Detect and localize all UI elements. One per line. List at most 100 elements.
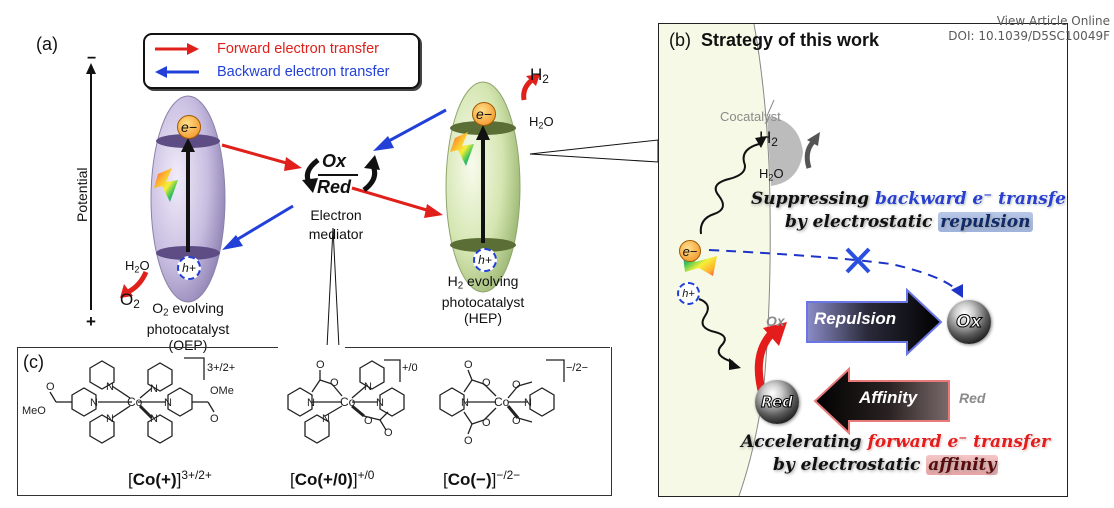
mediator-ox: Ox (322, 151, 347, 171)
svg-text:Co: Co (127, 395, 143, 409)
oep-name-line1: O2 evolving (152, 300, 224, 319)
svg-text:O: O (316, 359, 325, 371)
co-plus-bracket-charge: 3+/2+ (207, 362, 236, 374)
legend-forward: Forward electron transfer (153, 38, 379, 60)
svg-text:N: N (90, 397, 98, 409)
hep-name: H2 evolving photocatalyst (HEP) (423, 273, 543, 326)
hep-particle (445, 81, 521, 293)
svg-text:O: O (464, 359, 473, 371)
complex-charge: −/2− (496, 468, 521, 482)
svg-text:Co: Co (494, 395, 510, 409)
ox-ball: Ox (947, 300, 991, 344)
svg-text:N: N (307, 397, 315, 409)
cocatalyst-label: Cocatalyst (720, 109, 781, 124)
view-article-link[interactable]: View Article Online (996, 14, 1110, 28)
affinity-label: Affinity (859, 388, 918, 407)
svg-text:MeO: MeO (22, 405, 46, 417)
svg-text:N: N (376, 397, 384, 409)
electron-symbol: e− (682, 243, 698, 259)
oep-water-arrow (126, 270, 149, 295)
panel-c (17, 347, 612, 496)
red-ball-label: Red (761, 393, 794, 412)
complex-co-plus-label: [Co(+)]3+/2+ (128, 468, 212, 489)
axis-plus: + (86, 312, 96, 331)
doi-text: DOI: 10.1039/D5SC10049F (948, 29, 1110, 43)
panel-b: (b) Strategy of this work Cocatalyst H2 … (658, 23, 1068, 497)
oep-product: O2 (120, 290, 140, 311)
forward-arrows (221, 143, 443, 218)
svg-text:N: N (524, 397, 532, 409)
legend-forward-label: Forward electron transfer (217, 41, 379, 57)
complex-name: Co(−) (447, 469, 492, 489)
red-ball: Red (755, 380, 799, 424)
hep-hole: h+ (473, 248, 497, 272)
panel-c-border-top-left (17, 347, 278, 348)
accelerate-text-d: affinity (926, 455, 999, 475)
svg-text:N: N (106, 413, 114, 425)
svg-text:N: N (106, 381, 114, 393)
repulsion-arrow (806, 287, 943, 357)
complex-co-plus-zero-label: [Co(+/0)]+/0 (290, 468, 375, 489)
svg-text:OMe: OMe (210, 385, 234, 397)
complex-charge: 3+/2+ (181, 468, 212, 482)
h2-label: H2 (759, 128, 778, 149)
hole-symbol: h+ (682, 287, 695, 300)
potential-axis-arrow (86, 63, 96, 310)
complex-name: Co(+) (132, 469, 177, 489)
panel-b-title: Strategy of this work (701, 30, 880, 50)
panel-c-border-top-right (345, 347, 610, 348)
oep-name: O2 evolving photocatalyst (OEP) (128, 300, 248, 353)
panel-b-heading: (b) Strategy of this work (669, 30, 879, 51)
svg-text:N: N (150, 383, 158, 395)
oep-electron: e− (177, 115, 201, 139)
legend-backward: Backward electron transfer (153, 61, 389, 83)
mediator-red: Red (317, 177, 352, 197)
affinity-arrow (813, 366, 950, 436)
mediator-name-line1: Electron (310, 207, 362, 223)
co-plus-zero-bracket-charge: +/0 (402, 362, 418, 374)
hep-reactant: H2O (529, 114, 554, 131)
svg-text:O: O (330, 377, 339, 389)
light-bolt-icon-hep (450, 132, 474, 166)
mediator-name-line2: mediator (308, 226, 364, 242)
electron-symbol: e− (181, 119, 197, 135)
oep-reactant: H2O (125, 258, 150, 275)
backward-arrows (222, 108, 447, 250)
ox-faded: Ox (766, 313, 785, 329)
oep-name-line3: (OEP) (168, 337, 208, 354)
svg-text:O: O (512, 415, 521, 427)
svg-text:O: O (482, 417, 491, 429)
accelerate-text-b: forward e⁻ transfer (867, 432, 1051, 452)
complex-co-minus-label: [Co(−)]−/2− (443, 468, 521, 489)
panel-c-label: (c) (23, 352, 44, 372)
svg-text:N: N (150, 413, 158, 425)
suppress-text-b: backward e⁻ transfer (874, 189, 1068, 209)
hep-name-line3: (HEP) (463, 310, 503, 327)
panel-b-diagram (659, 24, 963, 496)
hole-b: h+ (677, 282, 700, 305)
red-arrow-right-icon (153, 42, 201, 56)
cocatalyst-particle (767, 116, 803, 186)
red-faded: Red (959, 390, 986, 406)
svg-text:O: O (482, 377, 491, 389)
repulsion-label: Repulsion (814, 309, 897, 328)
hole-symbol: h+ (182, 261, 196, 275)
redox-cycle-arrows (302, 155, 380, 193)
suppress-text-c: by electrostatic (785, 212, 939, 232)
legend: Forward electron transfer Backward elect… (143, 33, 420, 89)
svg-text:Co: Co (340, 395, 356, 409)
hep-product: H2 (530, 65, 549, 86)
suppress-line2: by electrostatic repulsion (785, 212, 1033, 232)
svg-text:O: O (210, 413, 219, 425)
ox-ball-label: Ox (956, 312, 982, 333)
legend-backward-label: Backward electron transfer (217, 64, 390, 80)
svg-text:O: O (364, 415, 373, 427)
block-x-icon (845, 247, 871, 274)
co-minus-bracket-charge: −/2− (566, 362, 589, 374)
blue-arrow-left-icon (153, 65, 201, 79)
hep-name-line2: photocatalyst (441, 294, 525, 311)
hep-water-arrow (521, 78, 534, 101)
svg-text:O: O (46, 381, 55, 393)
